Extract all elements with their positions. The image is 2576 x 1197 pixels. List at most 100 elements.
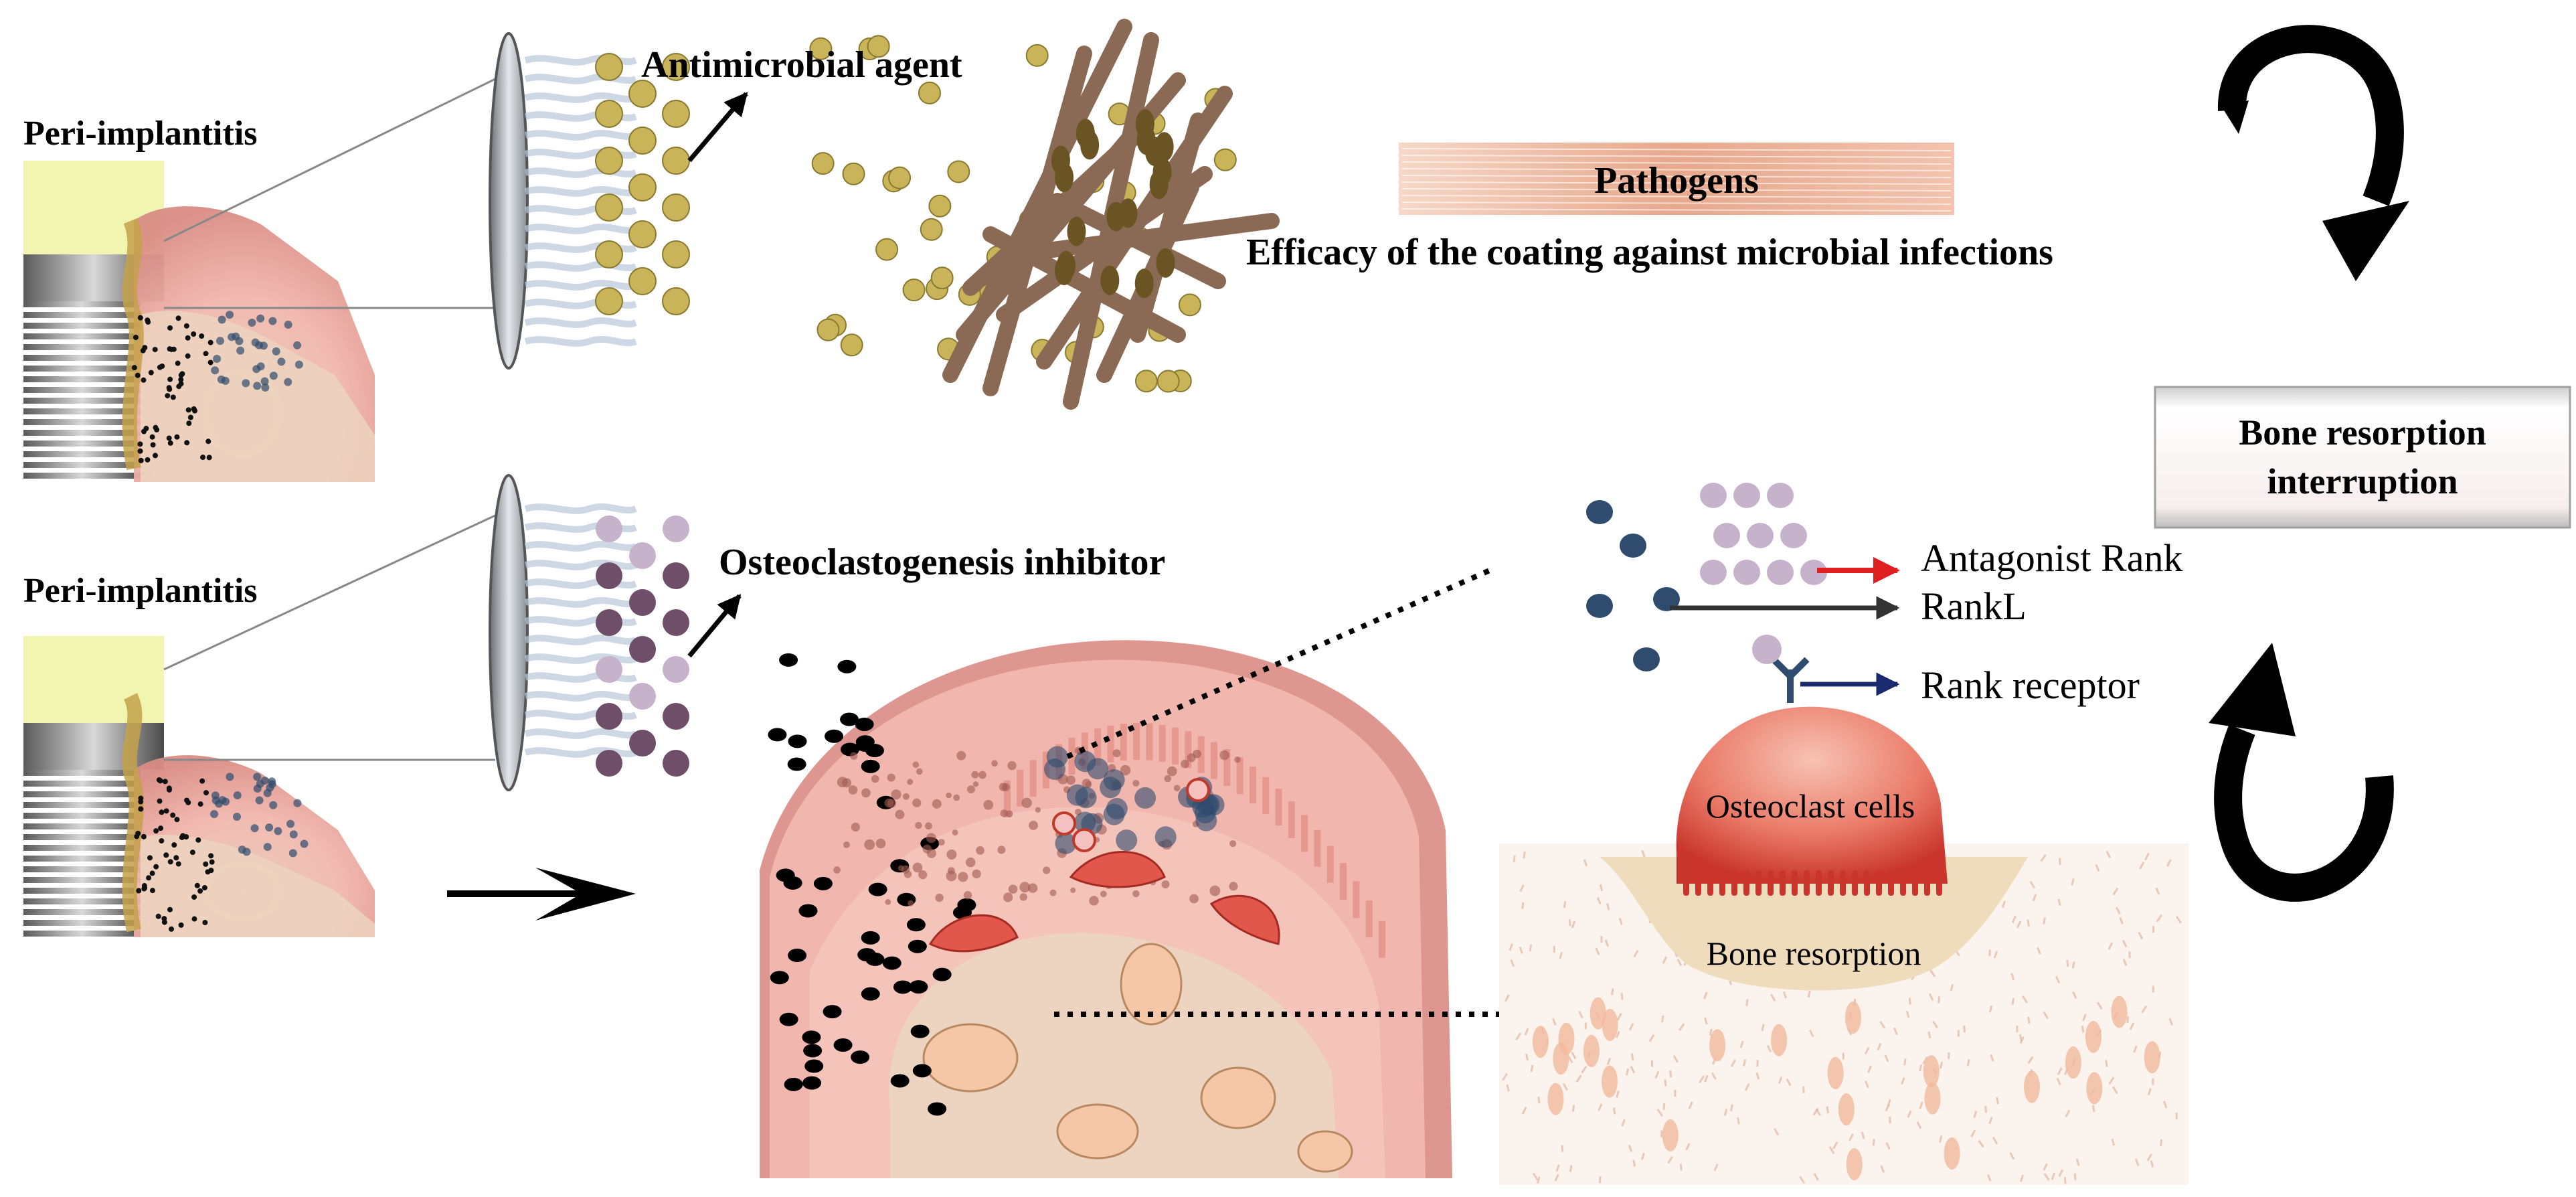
antagonist-particle (1733, 483, 1760, 508)
pathogen-rods (950, 27, 1272, 402)
antimicrobial-particle (1027, 45, 1048, 66)
inflammatory-cell (916, 769, 923, 775)
inflammatory-cell (973, 781, 978, 787)
rankl-particle (1586, 500, 1613, 524)
osteoclast-precursor (1074, 829, 1095, 851)
cell-dot (253, 382, 261, 390)
bacteria-dot (804, 1060, 823, 1073)
cell-dot (216, 337, 224, 345)
inflammatory-cell (1132, 780, 1139, 787)
bone-fiber (1524, 852, 1525, 858)
inhibitor-particle (663, 656, 689, 683)
tissue-finger (1250, 767, 1256, 803)
bone-resorption-interruption-label: Bone resorption interruption (2155, 387, 2570, 528)
cell-dot (222, 377, 230, 385)
bacteria-dot (768, 728, 786, 741)
bacteria-dot (169, 347, 174, 352)
inhibitor-particle (663, 515, 689, 542)
cell-dot (286, 820, 294, 828)
bacteria-dot (928, 1102, 946, 1115)
antagonist-particle (1767, 483, 1794, 508)
antimicrobial-particle (904, 279, 925, 301)
inflammatory-cell (997, 846, 1005, 854)
bacteria-dot (142, 883, 147, 888)
bacteria-dot (132, 365, 137, 370)
bacteria-dot (823, 1005, 842, 1018)
bacteria-dot (134, 833, 139, 839)
inhibitor-particle (663, 562, 689, 589)
implant-thread (23, 802, 141, 808)
inflammatory-cell (946, 793, 952, 799)
bacteria-dot (167, 787, 172, 793)
antimicrobial-particles (596, 54, 689, 315)
inhibitor-particle (663, 609, 689, 636)
inflammatory-cell (953, 795, 960, 801)
cell-dot (260, 341, 268, 349)
bacteria-dot (174, 434, 179, 440)
bacteria-dot (178, 381, 183, 386)
antimicrobial-agent-label: Antimicrobial agent (641, 44, 962, 86)
bacteria-dot (780, 1013, 798, 1026)
coating-bristle (525, 638, 636, 642)
ruffled-border (1683, 870, 1689, 896)
antimicrobial-particle (663, 288, 689, 315)
inflammatory-cell (958, 872, 968, 882)
cell-dot (211, 791, 220, 799)
zoomed-tissue-section (760, 640, 1452, 1178)
inflammatory-cell (972, 870, 980, 878)
antimicrobial-particle (1158, 370, 1179, 392)
bacteria-dot (199, 779, 205, 784)
inflammatory-cell (1229, 882, 1237, 890)
bone-fiber (1531, 1065, 1533, 1072)
inflammatory-cell (887, 774, 895, 782)
implant-thread (23, 376, 141, 382)
tissue-finger (1327, 846, 1334, 883)
cell-dot (1104, 804, 1125, 825)
bone-fiber (2028, 920, 2029, 927)
bacteria-dot (153, 453, 158, 458)
bacteria-dot (779, 653, 798, 667)
bone-lacuna (1944, 1137, 1960, 1170)
cell-dot (284, 378, 292, 386)
bacteria-dot (150, 888, 155, 893)
tissue-finger (1030, 760, 1037, 797)
pathogen-spot (1055, 163, 1074, 192)
ruffled-border (1731, 870, 1737, 896)
implant-thread (23, 344, 141, 350)
inflammatory-cell (1132, 890, 1139, 897)
inflammatory-cell (1189, 894, 1199, 904)
inhibitor-particles (596, 515, 689, 777)
bone-fiber (1920, 1064, 1921, 1071)
coating-bristle (525, 264, 636, 268)
bone-fiber (1808, 991, 1810, 998)
bacteria-dot (207, 455, 212, 460)
bacteria-dot (788, 734, 807, 748)
cell-dot (1067, 785, 1088, 806)
bacteria-dot (803, 1044, 822, 1057)
inflammatory-cell (1234, 756, 1240, 763)
inflammatory-cell (1167, 767, 1177, 777)
bacteria-dot (167, 385, 172, 390)
rankl-label: RankL (1921, 584, 2027, 629)
implant-thread (23, 931, 141, 937)
antagonist-particle (1700, 560, 1727, 585)
bacteria-dot (157, 365, 163, 370)
ruffled-border (1876, 870, 1882, 896)
inflammatory-cell (843, 842, 850, 848)
bacteria-dot (197, 888, 203, 894)
bacteria-dot (167, 435, 172, 441)
bone-fiber (1632, 1054, 1633, 1060)
antimicrobial-particle (889, 167, 910, 189)
tissue-finger (1301, 815, 1308, 852)
inflammatory-cell (976, 846, 984, 855)
bone-fiber (1939, 996, 1940, 1003)
inhibitor-particle (629, 636, 656, 663)
bacteria-dot (784, 1078, 803, 1091)
bacteria-dot (170, 813, 175, 818)
tissue-finger (1237, 757, 1243, 794)
coating-bristle (525, 321, 636, 325)
bone-fiber (1634, 1160, 1635, 1167)
ruffled-border (1804, 870, 1810, 896)
bacteria-dot (802, 1030, 821, 1044)
